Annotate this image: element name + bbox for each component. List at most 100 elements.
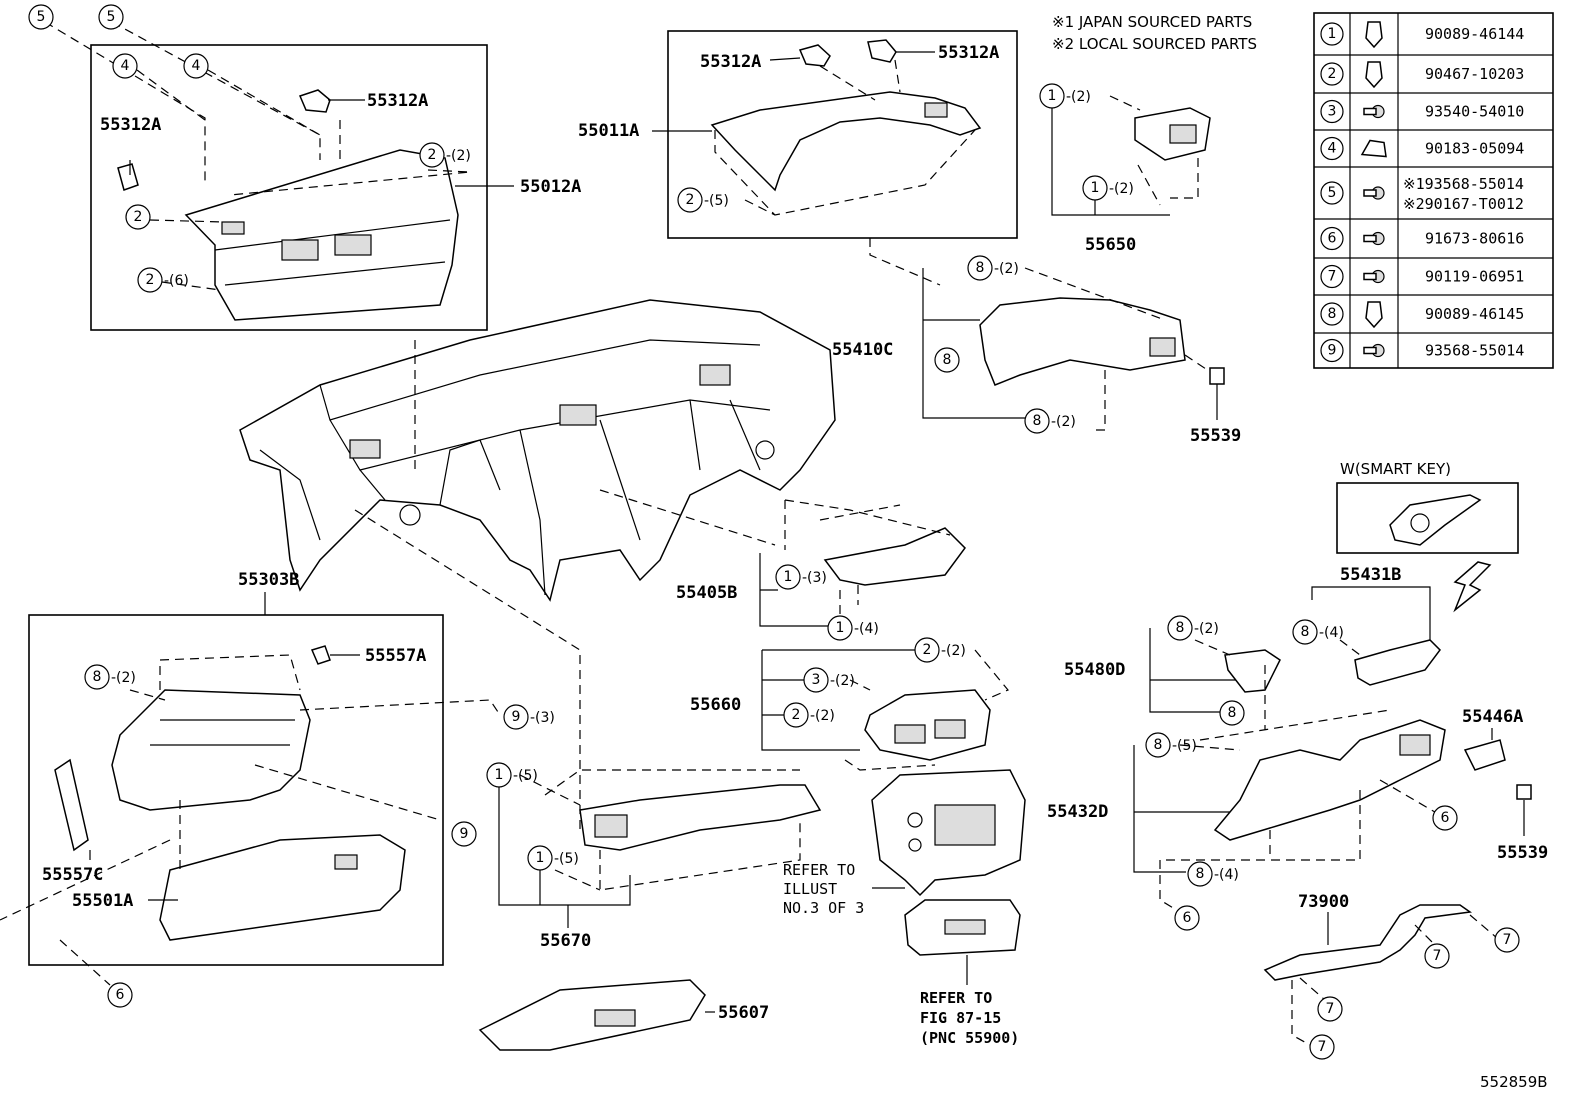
callout-7-a: 7 [1494,927,1520,953]
svg-text:8: 8 [1033,413,1042,429]
callout-2-2-top: 2-(2) [419,142,471,168]
callout-5a: 5 [28,4,54,30]
panel-55431B[interactable] [1354,639,1441,686]
svg-text:-(5): -(5) [513,768,538,784]
nut-clip-icon [1360,139,1387,158]
svg-text:8: 8 [93,669,102,685]
refer2-line3: (PNC 55900) [920,1029,1019,1047]
glovebox-housing[interactable] [111,689,311,811]
callout-8-2-480: 8-(2) [1167,615,1219,641]
smart-key-bezel[interactable] [1389,494,1482,546]
stopper-55557A[interactable] [310,645,331,665]
group-55011A [667,30,1018,286]
svg-text:6: 6 [1183,910,1192,926]
panel-55670[interactable] [579,784,822,851]
panel-55432D[interactable] [1213,719,1446,841]
svg-text:-(6): -(6) [164,273,189,289]
smart-key-label: W(SMART KEY) [1340,460,1451,478]
arrow-icon [1453,561,1492,613]
callout-8-480b: 8 [1219,700,1245,726]
svg-text:7: 7 [1503,932,1512,948]
fastener-number: 5 [1328,185,1337,201]
callout-7-c: 7 [1317,996,1343,1022]
damper-55557C[interactable] [54,758,89,852]
clip-55312A-3[interactable] [798,44,831,67]
fastener-number: 4 [1328,141,1337,157]
svg-text:-(5): -(5) [704,193,729,209]
clip-55312A-1[interactable] [298,89,331,113]
clip-55539-top[interactable] [1209,367,1225,385]
panel-55480D[interactable] [1224,649,1281,693]
callout-5b: 5 [98,4,124,30]
cluster-55410C[interactable] [979,297,1186,386]
upper-panel-55012A[interactable] [184,149,459,321]
callout-1-3: 1-(3) [775,564,827,590]
callout-2-5-top: 2 -(5) [677,187,729,213]
label-73900: 73900 [1298,892,1349,912]
label-55501A: 55501A [72,891,133,911]
panel-55011A[interactable] [710,91,982,192]
label-55557C: 55557C [42,865,103,885]
fastener-row: 3 93540-54010 [1320,99,1524,124]
svg-text:4: 4 [121,58,130,74]
label-55405B: 55405B [676,583,737,603]
svg-text:-(2): -(2) [111,670,136,686]
fastener-number: 3 [1328,104,1337,120]
svg-text:4: 4 [192,58,201,74]
glovebox-door-55501A[interactable] [159,834,406,941]
bolt-icon [1363,231,1385,246]
label-55431B: 55431B [1340,565,1401,585]
bezel-55446A[interactable] [1463,739,1506,771]
label-55539-bottom: 55539 [1497,843,1548,863]
refer2-line1: REFER TO [920,989,992,1007]
svg-text:5: 5 [107,9,116,25]
label-55312A-3: 55312A [700,52,761,72]
svg-text:-(3): -(3) [802,570,827,586]
svg-text:-(2): -(2) [1066,89,1091,105]
brace-73900[interactable] [1263,904,1473,981]
callout-4a: 4 [112,53,138,79]
svg-text:8: 8 [943,352,952,368]
group-55303B [0,614,499,986]
label-55650: 55650 [1085,235,1136,255]
group-55405B [759,499,966,627]
undercover-55607[interactable] [478,979,706,1051]
refer1-line3: NO.3 OF 3 [783,899,864,917]
svg-text:9: 9 [512,709,521,725]
fastener-number: 8 [1328,306,1337,322]
label-55607: 55607 [718,1003,769,1023]
clip-55539-bottom[interactable] [1516,784,1532,800]
clip-55312A-4[interactable] [867,39,897,63]
vent-55660[interactable] [864,689,991,761]
callout-2-2-55660a: 2-(2) [914,637,966,663]
callout-8-4-431: 8-(4) [1292,619,1344,645]
group-55410C [922,267,1225,431]
fastener-number-circle [1320,22,1344,46]
svg-text:2: 2 [686,192,695,208]
clip-55312A-2[interactable] [117,163,139,191]
group-55650 [1051,95,1211,216]
fastener-number-circle [1320,226,1344,251]
callout-3-2: 3-(2) [803,667,855,693]
svg-text:-(2): -(2) [941,643,966,659]
panel-55405B[interactable] [823,527,966,586]
svg-text:8: 8 [1196,866,1205,882]
fastener-part-number: 93540-54010 [1425,103,1524,121]
bolt-icon [1363,269,1385,284]
svg-text:6: 6 [1441,810,1450,826]
svg-text:-(2): -(2) [810,708,835,724]
callout-1-2-b: 1-(2) [1082,175,1134,201]
label-55480D: 55480D [1064,660,1125,680]
callout-2-6: 2-(6) [137,267,189,293]
screw-icon [1363,104,1385,119]
label-55312A-4: 55312A [938,43,999,63]
fastener-number: 7 [1328,269,1337,285]
fastener-part-number: ※193568-55014 [1403,175,1524,193]
svg-text:6: 6 [116,987,125,1003]
fastener-number: 1 [1328,26,1337,42]
callout-6-left: 6 [107,982,133,1008]
fastener-number-circle [1320,338,1344,363]
